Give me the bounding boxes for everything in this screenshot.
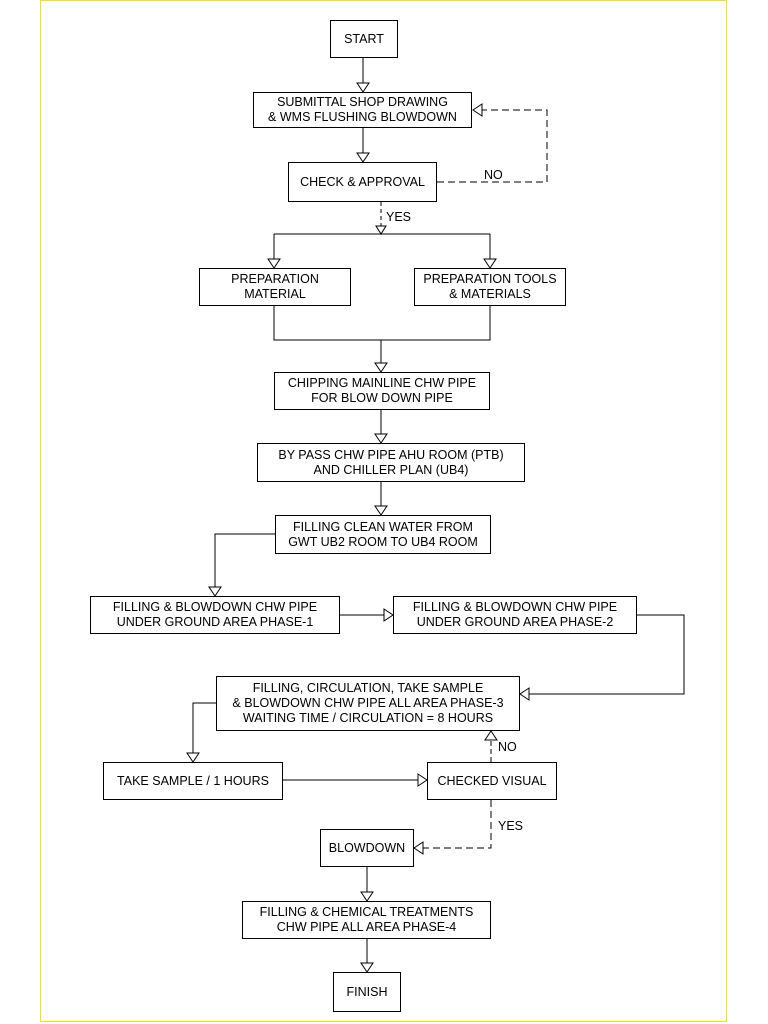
node-phase1-line-1: FILLING & BLOWDOWN CHW PIPE [112,600,318,614]
node-checked-visual: CHECKED VISUAL [427,762,557,800]
connector-filling-phase1 [214,533,275,596]
node-phase2-line-1: FILLING & BLOWDOWN CHW PIPE [412,600,618,614]
connector-no-loop [437,109,548,183]
arrowhead [374,505,388,516]
node-take-sample-text: TAKE SAMPLE / 1 HOURS [117,773,269,788]
node-prep-tools-line-2: & MATERIALS [449,287,531,301]
node-prep-tools: PREPARATION TOOLS & MATERIALS [414,268,566,306]
node-finish: FINISH [333,972,401,1012]
arrowhead [208,586,222,597]
arrowhead [356,152,370,163]
node-filling-clean-line-2: GWT UB2 ROOM TO UB4 ROOM [288,534,478,549]
arrowhead [374,433,388,444]
node-finish-text: FINISH [346,984,388,999]
node-start: START [330,20,398,58]
arrowhead [360,962,374,973]
arrowhead [360,891,374,902]
node-prep-tools-line-1: PREPARATION TOOLS [423,272,557,286]
node-chipping-line-1: CHIPPING MAINLINE CHW PIPE [287,376,477,390]
node-phase2: FILLING & BLOWDOWN CHW PIPE UNDER GROUND… [393,596,637,634]
arrowhead [356,82,370,93]
node-bypass-line-1: BY PASS CHW PIPE AHU ROOM (PTB) [278,447,504,462]
label-yes-approval: YES [386,210,412,224]
node-filling-clean: FILLING CLEAN WATER FROM GWT UB2 ROOM TO… [275,515,491,554]
node-chipping: CHIPPING MAINLINE CHW PIPE FOR BLOW DOWN… [274,372,490,410]
arrowhead [484,730,498,741]
node-prep-material: PREPARATION MATERIAL [199,268,351,306]
node-bypass-line-2: AND CHILLER PLAN (UB4) [313,462,469,477]
node-phase3-line-3: WAITING TIME / CIRCULATION = 8 HOURS [242,711,494,725]
label-yes-visual: YES [498,819,524,833]
node-phase3: FILLING, CIRCULATION, TAKE SAMPLE & BLOW… [216,676,520,731]
label-no-approval: NO [484,168,503,182]
arrowhead [519,687,530,701]
node-phase4-line-1: FILLING & CHEMICAL TREATMENTS [259,905,474,919]
node-phase1-line-2: UNDER GROUND AREA PHASE-1 [116,615,314,629]
node-chipping-line-2: FOR BLOW DOWN PIPE [311,391,453,405]
arrowhead [186,752,200,763]
node-phase3-line-2: & BLOWDOWN CHW PIPE ALL AREA PHASE-3 [232,696,504,710]
node-filling-clean-line-1: FILLING CLEAN WATER FROM [293,519,473,534]
node-start-text: START [344,31,384,46]
connector-phase2-phase3 [520,614,685,695]
node-submittal-line-2: & WMS FLUSHING BLOWDOWN [268,110,457,124]
node-prep-material-line-2: MATERIAL [244,287,306,301]
label-no-visual: NO [498,740,517,754]
arrowhead [383,608,394,622]
arrowhead [413,841,424,855]
arrowhead [483,258,497,269]
node-submittal: SUBMITTAL SHOP DRAWING & WMS FLUSHING BL… [253,92,472,128]
node-phase3-line-1: FILLING, CIRCULATION, TAKE SAMPLE [252,681,484,695]
node-phase1: FILLING & BLOWDOWN CHW PIPE UNDER GROUND… [90,596,340,634]
arrowhead [267,258,281,269]
node-checked-visual-text: CHECKED VISUAL [437,773,547,788]
arrowhead [472,103,483,117]
arrowhead [374,362,388,373]
connector-merge [273,306,491,341]
node-bypass: BY PASS CHW PIPE AHU ROOM (PTB) AND CHIL… [257,443,525,482]
node-take-sample: TAKE SAMPLE / 1 HOURS [103,762,283,800]
node-phase2-line-2: UNDER GROUND AREA PHASE-2 [416,615,614,629]
page-border [40,0,727,1022]
connector-phase3-takesample [192,702,216,762]
node-blowdown-text: BLOWDOWN [328,840,406,855]
node-phase4-line-2: CHW PIPE ALL AREA PHASE-4 [276,920,457,934]
arrowhead [375,225,387,235]
node-phase4: FILLING & CHEMICAL TREATMENTS CHW PIPE A… [242,901,491,939]
arrowhead [417,773,428,787]
node-blowdown: BLOWDOWN [320,829,414,867]
node-check-approval: CHECK & APPROVAL [288,162,437,202]
node-submittal-line-1: SUBMITTAL SHOP DRAWING [277,95,448,109]
node-prep-material-line-1: PREPARATION [231,272,319,286]
node-check-approval-text: CHECK & APPROVAL [300,174,425,189]
connector-yes-2 [414,800,492,849]
